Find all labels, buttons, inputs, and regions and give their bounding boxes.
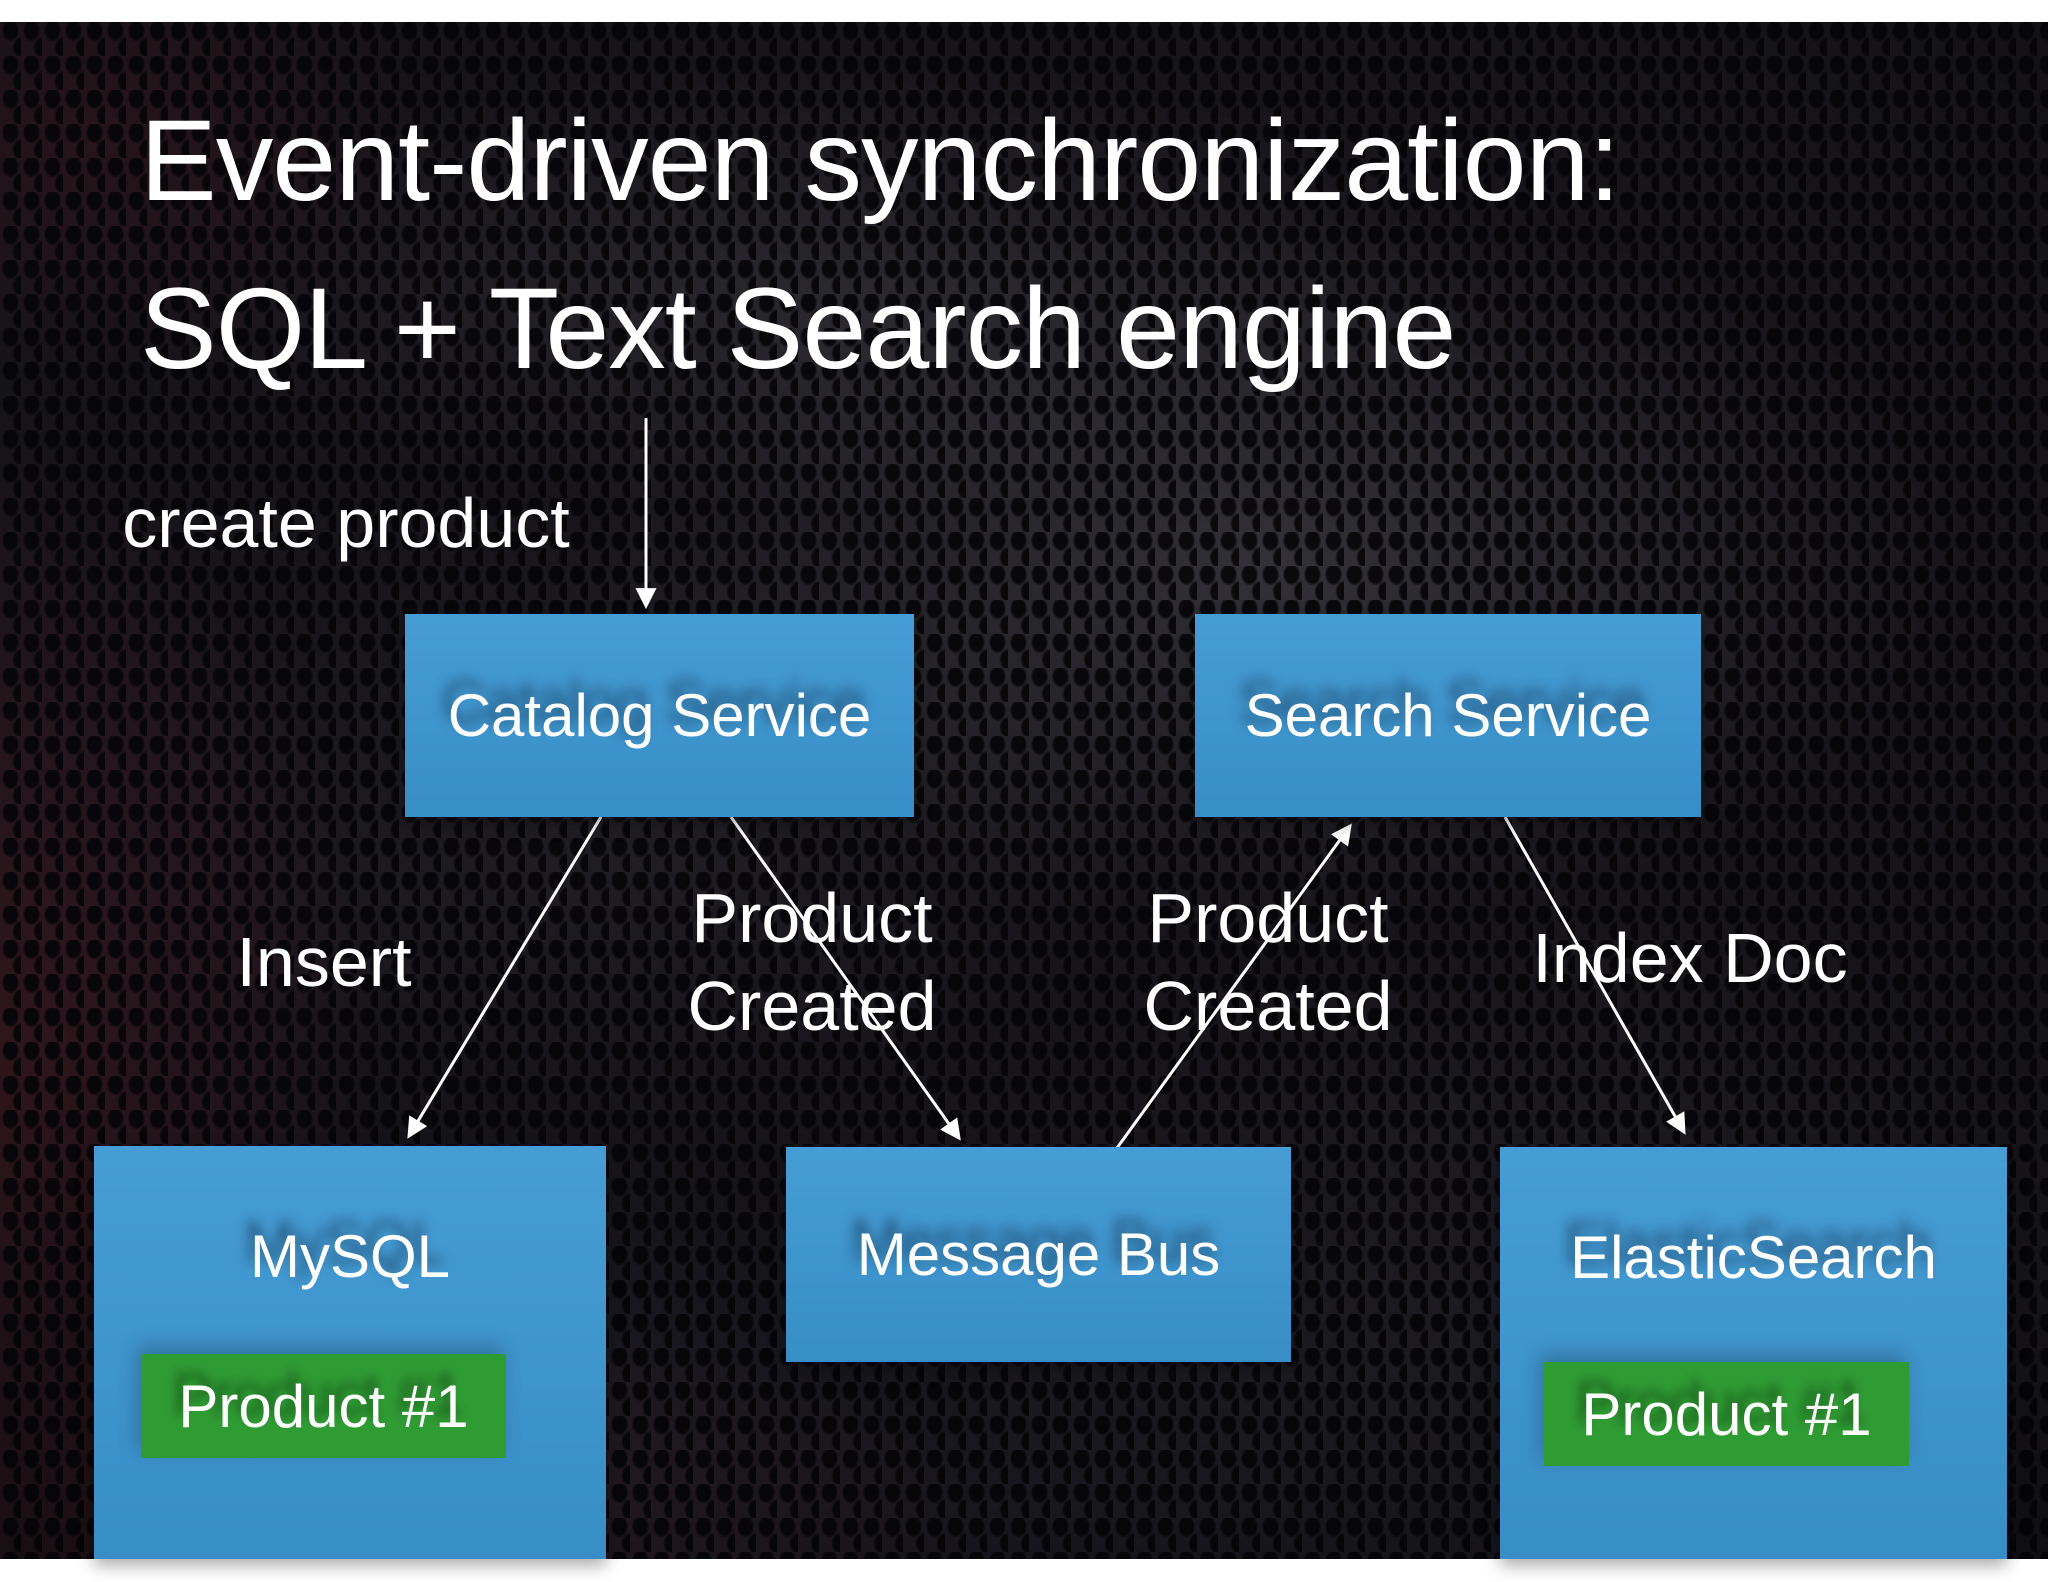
node-mysql-label: MySQL xyxy=(249,1223,451,1290)
edge-label-product-created-left: Product Created xyxy=(687,878,937,1045)
node-search-service-label: Search Service xyxy=(1244,682,1652,749)
node-catalog-service: Catalog Service xyxy=(405,614,914,817)
edge-label-insert: Insert xyxy=(236,922,412,1001)
edge-label-index-doc: Index Doc xyxy=(1532,918,1848,997)
node-message-bus-label: Message Bus xyxy=(856,1221,1221,1288)
edge-label-product-created-right: Product Created xyxy=(1143,878,1393,1045)
node-elasticsearch: ElasticSearch xyxy=(1500,1147,2007,1559)
node-elasticsearch-label: ElasticSearch xyxy=(1570,1224,1937,1291)
record-mysql-product: Product #1 xyxy=(141,1354,506,1458)
slide-title-line2: SQL + Text Search engine xyxy=(140,264,1456,393)
top-white-margin xyxy=(0,0,2048,22)
slide-title-line1: Event-driven synchronization: xyxy=(140,97,1621,225)
record-mysql-product-label: Product #1 xyxy=(178,1372,469,1440)
node-message-bus: Message Bus xyxy=(786,1147,1291,1362)
node-catalog-service-label: Catalog Service xyxy=(447,682,872,749)
bottom-white-margin xyxy=(0,1559,2048,1582)
record-elasticsearch-product: Product #1 xyxy=(1544,1362,1909,1466)
node-mysql: MySQL xyxy=(94,1146,606,1559)
edge-label-create-product: create product xyxy=(122,483,570,562)
perforated-metal-background xyxy=(0,22,2048,1559)
record-elasticsearch-product-label: Product #1 xyxy=(1581,1380,1872,1448)
slide-title: Event-driven synchronization: SQL + Text… xyxy=(140,78,1900,414)
node-search-service: Search Service xyxy=(1195,614,1701,817)
